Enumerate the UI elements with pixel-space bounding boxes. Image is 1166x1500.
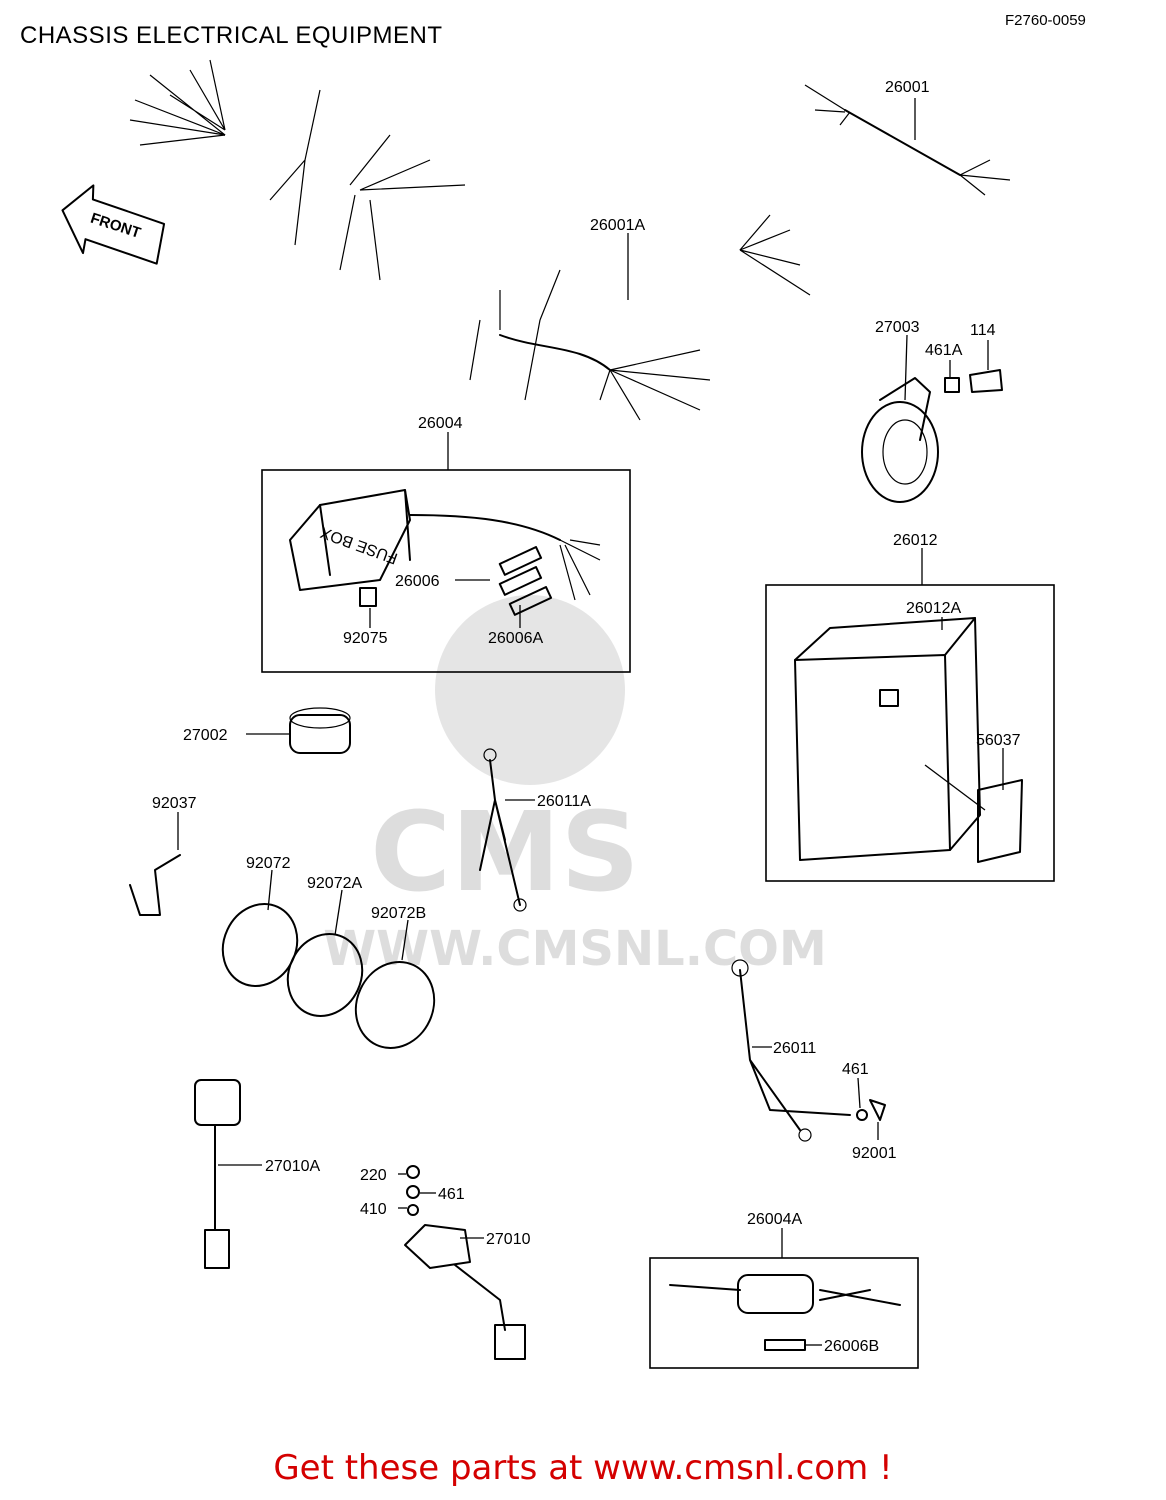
watermark: CMS WWW.CMSNL.COM xyxy=(323,595,827,977)
page-title: CHASSIS ELECTRICAL EQUIPMENT xyxy=(20,22,443,49)
part-label-56037: 56037 xyxy=(976,732,1021,749)
relay xyxy=(289,707,351,754)
clamp xyxy=(129,854,181,916)
part-label-26006B: 26006B xyxy=(824,1338,879,1355)
watermark-brand: CMS xyxy=(370,788,639,916)
callouts: 26001 26001A 27003 461A 114 26004 26006 … xyxy=(152,79,1021,1355)
control-unit xyxy=(404,1165,526,1360)
part-label-26001: 26001 xyxy=(885,79,930,96)
battery xyxy=(794,617,1023,863)
part-label-410: 410 xyxy=(360,1201,387,1218)
figure-reference-code: F2760-0059 xyxy=(1005,12,1086,29)
part-label-114: 114 xyxy=(970,322,996,339)
fuse-box: FUSE BOX xyxy=(289,489,601,616)
part-label-92075: 92075 xyxy=(343,630,388,647)
footer-promo-link[interactable]: Get these parts at www.cmsnl.com ! xyxy=(273,1448,893,1488)
part-label-27010A: 27010A xyxy=(265,1158,320,1175)
part-label-26004A: 26004A xyxy=(747,1211,802,1228)
part-label-92072B: 92072B xyxy=(371,905,426,922)
sub-wiring-harness xyxy=(804,84,1011,196)
part-label-27002: 27002 xyxy=(183,727,228,744)
part-label-461-unit: 461 xyxy=(438,1186,465,1203)
part-label-92037: 92037 xyxy=(152,795,197,812)
battery-cable xyxy=(731,959,886,1142)
part-label-26004: 26004 xyxy=(418,415,463,432)
part-label-461A: 461A xyxy=(925,342,963,359)
horn xyxy=(861,369,1003,503)
wire-bands xyxy=(221,903,436,1049)
fuse-holder-kit-frame xyxy=(649,1257,919,1369)
part-label-27010: 27010 xyxy=(486,1231,531,1248)
part-label-461-battery: 461 xyxy=(842,1061,869,1078)
part-label-27003: 27003 xyxy=(875,319,920,336)
part-label-26011A: 26011A xyxy=(537,793,591,810)
part-label-92001: 92001 xyxy=(852,1145,897,1162)
part-label-26012: 26012 xyxy=(893,532,938,549)
main-wiring-harness xyxy=(129,59,811,421)
part-label-220: 220 xyxy=(360,1167,387,1184)
watermark-mascot-icon xyxy=(435,595,625,785)
battery-label-sticker xyxy=(977,779,1023,863)
turn-signal-relay xyxy=(194,1079,241,1269)
fuse-box-text: FUSE BOX xyxy=(318,523,400,567)
fuse-box-kit-frame xyxy=(261,469,631,673)
part-label-26001A: 26001A xyxy=(590,217,645,234)
part-label-92072: 92072 xyxy=(246,855,291,872)
part-label-26011: 26011 xyxy=(773,1040,816,1057)
inline-fuse-holder xyxy=(669,1274,901,1351)
part-label-92072A: 92072A xyxy=(307,875,362,892)
part-label-26012A: 26012A xyxy=(906,600,961,617)
watermark-url: WWW.CMSNL.COM xyxy=(323,921,827,977)
part-label-26006: 26006 xyxy=(395,573,440,590)
ground-lead-short xyxy=(479,748,527,912)
part-label-26006A: 26006A xyxy=(488,630,543,647)
front-direction-arrow-icon: FRONT xyxy=(61,184,166,265)
battery-kit-frame xyxy=(765,584,1055,882)
